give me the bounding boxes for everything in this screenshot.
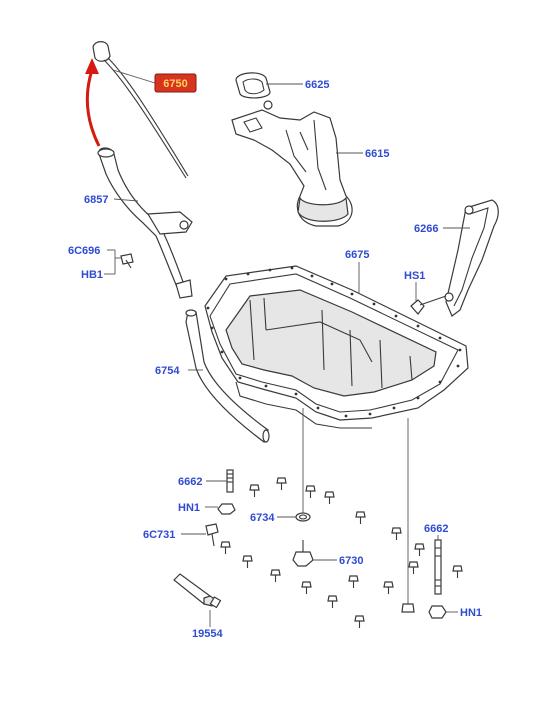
callout-6730[interactable]: 6730 — [339, 555, 363, 567]
left-stud — [226, 469, 234, 493]
red-arrow-icon — [85, 69, 101, 147]
callout-6662-left[interactable]: 6662 — [178, 476, 202, 488]
callout-6675[interactable]: 6675 — [345, 249, 369, 261]
dipstick-tube — [97, 147, 193, 299]
callout-6750[interactable]: 6750 — [163, 78, 187, 90]
right-stud — [434, 539, 442, 595]
sealant-tube — [173, 573, 222, 609]
callout-6C696[interactable]: 6C696 — [68, 245, 100, 257]
pickup-gasket — [235, 72, 271, 99]
cover-bolt — [410, 295, 447, 315]
callout-6662-right[interactable]: 6662 — [424, 523, 448, 535]
left-nut — [217, 503, 236, 515]
red-arrow-head-icon — [85, 58, 99, 74]
long-bolt — [401, 603, 415, 613]
callout-HN1-left[interactable]: HN1 — [178, 502, 200, 514]
highlight-box — [154, 73, 197, 93]
callout-6625[interactable]: 6625 — [305, 79, 329, 91]
callout-HN1-right[interactable]: HN1 — [460, 607, 482, 619]
drain-plug — [292, 540, 314, 567]
gasket-bolt — [205, 523, 219, 547]
oil-pan — [204, 265, 469, 429]
callout-6C731[interactable]: 6C731 — [143, 529, 175, 541]
drain-washer — [295, 512, 311, 522]
callout-6754[interactable]: 6754 — [155, 365, 180, 377]
tube-bracket-bolt — [120, 253, 134, 269]
callout-6615[interactable]: 6615 — [365, 148, 389, 160]
right-nut — [428, 605, 447, 619]
pan-bolts — [220, 477, 463, 628]
callout-6734[interactable]: 6734 — [250, 512, 275, 524]
callout-6857[interactable]: 6857 — [84, 194, 108, 206]
oil-pickup-tube — [231, 100, 353, 227]
side-cover — [444, 199, 499, 317]
dipstick — [92, 41, 189, 179]
callout-HB1[interactable]: HB1 — [81, 269, 103, 281]
breather-hose — [185, 309, 270, 443]
callout-6266[interactable]: 6266 — [414, 223, 438, 235]
callout-HS1[interactable]: HS1 — [404, 270, 425, 282]
callout-19554[interactable]: 19554 — [192, 628, 223, 640]
